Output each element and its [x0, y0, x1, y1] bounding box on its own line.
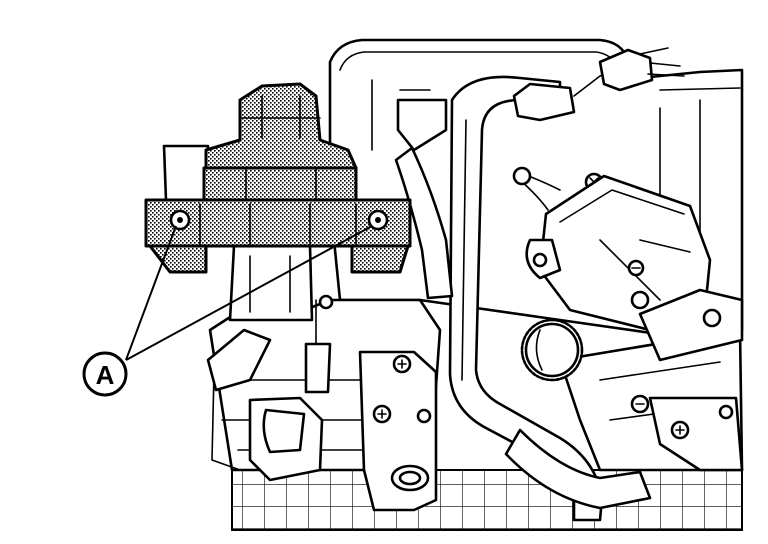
callout-circle [82, 351, 128, 397]
throttle-actuator [520, 174, 744, 414]
highlighted-component [144, 82, 412, 322]
leader-line-bolt-left [125, 225, 177, 361]
hoses [394, 47, 685, 522]
leader-line-bolt-right [125, 225, 373, 361]
callout-label: A [96, 360, 115, 390]
callout-a: A [82, 225, 373, 397]
mount-brackets [206, 294, 744, 512]
